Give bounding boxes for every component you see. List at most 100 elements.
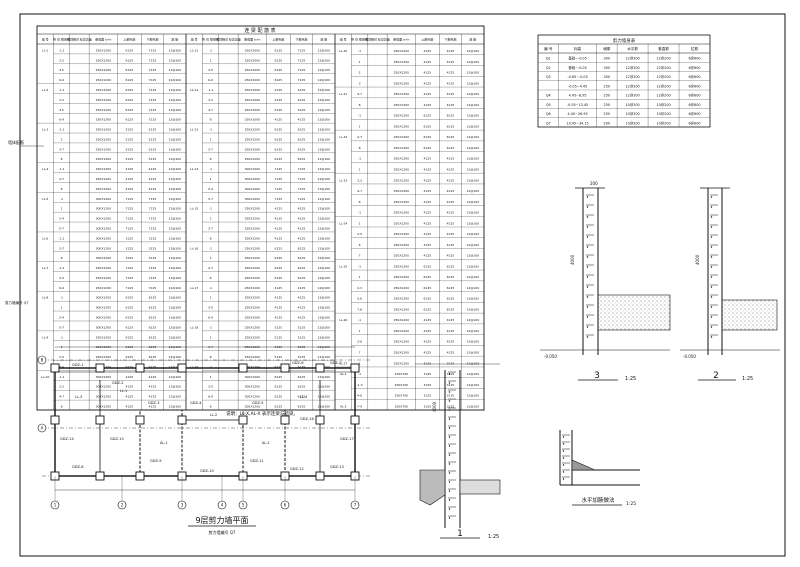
beam-cell: 250X1000: [245, 58, 261, 62]
wall-header-cell: 拉筋: [691, 46, 699, 51]
beam-cell: 6125: [298, 137, 306, 141]
beam-cell: 3125: [424, 394, 432, 398]
beam-cell: 8: [61, 405, 63, 409]
section2-rebar-ticks: [710, 194, 718, 338]
beam-cell: 6125: [298, 128, 306, 132]
section1-scale: 1:25: [488, 534, 499, 540]
beam-cell: 7125: [149, 217, 157, 221]
plan-column: [238, 415, 248, 425]
beam-cell: 12@100: [467, 200, 480, 204]
beam-cell: 250X1200: [96, 187, 112, 191]
beam-cell: 6125: [424, 135, 432, 139]
beam-cell: 6125: [298, 405, 306, 409]
beam-cell: 2-5: [59, 355, 64, 359]
beam-cell: 250X1200: [245, 236, 261, 240]
wall-cell: 6@600: [689, 94, 701, 98]
beam-cell: 250X1200: [96, 167, 112, 171]
wall-cell: 12@200: [626, 66, 640, 70]
beam-cell: 2-6: [357, 340, 362, 344]
beam-cell: 250X1200: [245, 335, 261, 339]
beam-cell: 1: [210, 256, 212, 260]
beam-cell: 4125: [275, 98, 283, 102]
beam-header-cell: 梁顶相对 标高高差: [365, 37, 390, 42]
beam-cell: 6125: [126, 296, 134, 300]
beam-cell: 4125: [275, 207, 283, 211]
axis-label: 3: [181, 503, 184, 508]
beam-header-cell: 梁截面 b×h: [244, 37, 260, 42]
beam-cell: 12@100: [318, 187, 331, 191]
beam-cell: 6125: [275, 276, 283, 280]
beam-cell: 250X1200: [394, 329, 410, 333]
beam-cell: -1: [358, 157, 361, 161]
beam-cell: 4125: [447, 49, 455, 53]
beam-cell: 4125: [149, 177, 157, 181]
beam-cell: 300X1200: [96, 306, 112, 310]
beam-header-cell: 下部纵筋: [295, 37, 307, 42]
beam-cell: 12@100: [318, 325, 331, 329]
beam-cell: 6125: [275, 78, 283, 82]
beam-cell: 6125: [275, 128, 283, 132]
sheet-border: [19, 13, 786, 557]
beam-header-cell: 所 在 楼层号: [202, 37, 219, 42]
beam-cell: 4125: [275, 108, 283, 112]
beam-cell: 250X1200: [245, 316, 261, 320]
beam-cell: 12@100: [169, 256, 182, 260]
beam-cell: 4125: [126, 177, 134, 181]
beam-cell: 6125: [149, 325, 157, 329]
rebar-dot: [562, 457, 565, 459]
beam-cell: 7125: [275, 167, 283, 171]
beam-cell: 12@100: [467, 297, 480, 301]
beam-cell: 4125: [298, 296, 306, 300]
beam-cell: 12@100: [467, 189, 480, 193]
beam-cell: 6-9: [59, 118, 64, 122]
beam-header-cell: 箍 筋: [171, 37, 178, 42]
beam-cell: 3: [359, 81, 361, 85]
beam-cell: 12@100: [169, 157, 182, 161]
beam-cell: 250X1200: [394, 60, 410, 64]
beam-header-cell: 编 号: [191, 37, 198, 42]
wall-cell: 10@200: [626, 121, 640, 125]
beam-cell: 4125: [447, 157, 455, 161]
beam-cell: 6125: [447, 286, 455, 290]
wall-cell: -0.05~13.45: [567, 103, 588, 107]
axis-label: 4: [221, 503, 224, 508]
beam-cell: 250X1200: [394, 264, 410, 268]
beam-cell: 250X1200: [96, 128, 112, 132]
beam-cell: 12@100: [318, 58, 331, 62]
beam-cell: -1: [209, 128, 212, 132]
plan-column-label: GDZ-2: [112, 381, 124, 385]
rebar-dot: [586, 306, 589, 308]
beam-cell: 3125: [424, 404, 432, 408]
beam-cell: 6125: [126, 98, 134, 102]
beam-cell: 4125: [424, 189, 432, 193]
plan-column: [315, 415, 325, 425]
plan-column-label: GDZ-10: [200, 469, 215, 473]
rebar-dot: [562, 436, 565, 438]
beam-cell: 12@100: [318, 266, 331, 270]
beam-cell: LL-5: [42, 197, 48, 201]
wall-header-cell: 墙厚: [603, 46, 611, 51]
plan-column: [350, 363, 360, 373]
beam-cell: 4125: [424, 350, 432, 354]
section3-dim-200: 200: [590, 181, 598, 186]
plan-column-label: GDZ-17: [340, 437, 354, 441]
rebar-dot: [586, 286, 589, 288]
beam-cell: 7125: [126, 276, 134, 280]
beam-cell: 6125: [275, 256, 283, 260]
beam-cell: 6125: [298, 256, 306, 260]
beam-cell: 250X1200: [96, 108, 112, 112]
beam-cell: 5125: [275, 335, 283, 339]
beam-cell: -1: [60, 296, 63, 300]
rebar-dot: [586, 226, 589, 228]
beam-cell: 6125: [424, 297, 432, 301]
beam-cell: 12@100: [169, 98, 182, 102]
beam-cell: 6125: [447, 114, 455, 118]
beam-cell: 250X1200: [394, 318, 410, 322]
beam-cell: 12@100: [318, 316, 331, 320]
beam-cell: 6-9: [208, 395, 213, 399]
beam-cell: 12@100: [467, 157, 480, 161]
beam-cell: 250X1200: [96, 355, 112, 359]
beam-cell: 250X1200: [96, 286, 112, 290]
rebar-dot: [710, 246, 713, 248]
plan-column: [135, 415, 145, 425]
